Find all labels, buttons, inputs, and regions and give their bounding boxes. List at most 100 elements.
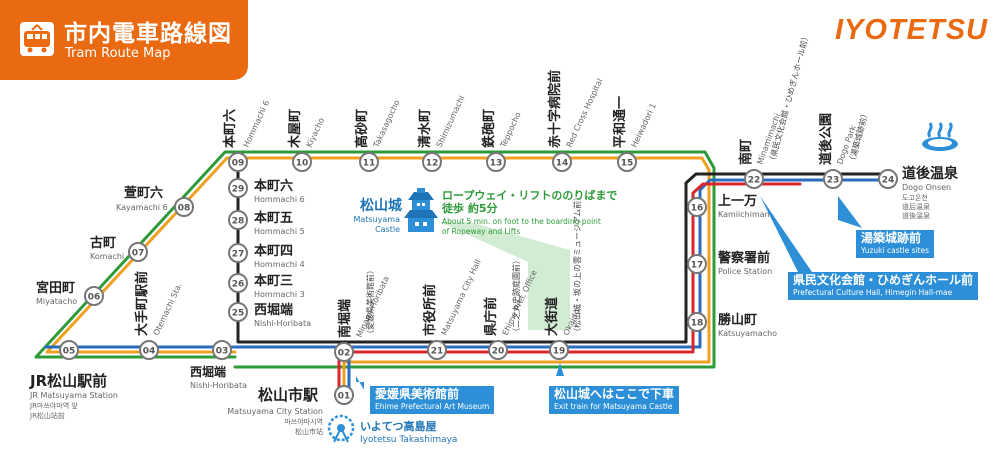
station-label-08-en: Kayamachi 6	[116, 203, 168, 212]
station-number-18: 18	[691, 319, 704, 329]
station-marker-18[interactable]	[687, 312, 707, 332]
takashimaya-name-en: Iyotetsu Takashimaya	[360, 435, 457, 445]
station-label-07-en: Komachi	[90, 252, 124, 261]
station-label-24-en: Dogo Onsen	[902, 183, 951, 192]
castle-note-ja-1: ロープウェイ・リフトののりばまで	[442, 188, 617, 202]
station-label-06-ja: 宮田町	[36, 280, 75, 296]
station-label-07-ja: 古町	[90, 235, 116, 251]
station-label-09-en: Hommachi 6	[242, 99, 272, 149]
callout-castle-exit-en: Exit train for Matsuyama Castle	[554, 402, 673, 411]
station-label-02-sub: （愛媛県美術館前）	[365, 266, 375, 338]
station-number-26: 26	[232, 280, 245, 290]
station-label-28-en: Hommachi 5	[254, 227, 305, 236]
station-marker-24[interactable]	[878, 169, 898, 189]
station-marker-06[interactable]	[84, 286, 104, 306]
tram-icon	[20, 22, 54, 56]
station-number-24: 24	[882, 176, 895, 186]
station-label-16-en: Kamiichiman	[718, 210, 770, 219]
station-marker-09[interactable]	[228, 152, 248, 172]
station-marker-01[interactable]	[334, 385, 354, 405]
station-marker-21[interactable]	[427, 340, 447, 360]
takashimaya-name: いよてつ高島屋	[360, 419, 437, 433]
station-marker-23[interactable]	[823, 169, 843, 189]
station-number-01: 01	[338, 392, 351, 402]
callout-culture-hall-ja: 県民文化会館・ひめぎんホール前	[793, 273, 974, 287]
station-label-20-ja: 県庁前	[483, 297, 499, 336]
station-label-03-en: Nishi-Horibata	[190, 381, 247, 390]
station-label-12-en: Shimizumachi	[435, 94, 467, 149]
station-number-11: 11	[363, 159, 376, 169]
station-marker-10[interactable]	[292, 152, 312, 172]
station-marker-07[interactable]	[128, 242, 148, 262]
station-label-13-en: Teppocho	[498, 111, 523, 150]
station-label-09-ja: 本町六	[222, 109, 238, 148]
station-marker-05[interactable]	[59, 340, 79, 360]
station-label-05-zh: JR松山站前	[29, 411, 65, 420]
station-marker-02[interactable]	[334, 342, 354, 362]
station-number-19: 19	[553, 347, 566, 357]
station-label-19-sub: （松山城・坂の上の雲ミュージアム前）	[572, 193, 582, 336]
station-marker-14[interactable]	[552, 152, 572, 172]
station-label-17-ja: 警察署前	[718, 250, 770, 266]
station-label-26-ja: 本町三	[254, 273, 293, 289]
station-label-06-en: Miyatacho	[36, 297, 77, 306]
station-label-15-ja: 平和通一	[612, 96, 628, 148]
station-marker-11[interactable]	[359, 152, 379, 172]
station-label-20-sub: （二之丸史跡庭園前）	[511, 256, 521, 336]
station-number-28: 28	[232, 217, 245, 227]
station-number-20: 20	[492, 347, 505, 357]
station-label-22-sub: （県民文化会館・ひめぎんホール前）	[766, 32, 811, 166]
castle-note-en-1: About 5 min. on foot to the boarding poi…	[442, 217, 601, 226]
pointer-culture-hall	[760, 196, 812, 272]
station-marker-17[interactable]	[687, 254, 707, 274]
station-label-11-ja: 高砂町	[354, 109, 370, 148]
station-marker-19[interactable]	[549, 340, 569, 360]
station-label-14-ja: 赤十字病院前	[547, 70, 563, 148]
station-label-01-zh: 松山市站	[295, 427, 323, 436]
station-marker-20[interactable]	[488, 340, 508, 360]
station-marker-25[interactable]	[228, 302, 248, 322]
station-marker-04[interactable]	[139, 340, 159, 360]
station-marker-22[interactable]	[744, 169, 764, 189]
station-label-05-en: JR Matsuyama Station	[29, 391, 118, 400]
station-marker-03[interactable]	[212, 340, 232, 360]
station-marker-12[interactable]	[422, 152, 442, 172]
station-label-11-en: Takasagocho	[371, 98, 401, 149]
walking-route-shade	[440, 222, 570, 330]
station-marker-29[interactable]	[228, 178, 248, 198]
station-label-21-en: Matsuyama City Hall	[440, 258, 483, 337]
station-number-12: 12	[426, 159, 439, 169]
station-label-14-en: Red Cross Hospital	[565, 77, 605, 149]
station-marker-08[interactable]	[174, 197, 194, 217]
station-number-09: 09	[232, 159, 245, 169]
station-marker-26[interactable]	[228, 273, 248, 293]
station-label-10-ja: 木屋町	[287, 109, 303, 149]
castle-name-en-2: Castle	[375, 225, 400, 234]
station-number-15: 15	[621, 159, 634, 169]
callout-castle-exit-ja: 松山城へはここで下車	[554, 387, 675, 401]
station-label-01-en: Matsuyama City Station	[227, 407, 323, 416]
station-marker-16[interactable]	[687, 197, 707, 217]
callout-yuzuki-ja: 湯築城跡前	[861, 231, 922, 245]
station-label-29-en: Hommachi 6	[254, 195, 305, 204]
station-number-17: 17	[691, 261, 704, 271]
station-number-13: 13	[490, 159, 503, 169]
callout-pointers	[356, 196, 862, 390]
station-label-24-zh2: 道後溫泉	[902, 211, 930, 220]
callout-culture-hall-en: Prefectural Culture Hall, Himegin Hall-m…	[793, 288, 953, 297]
station-number-29: 29	[232, 185, 245, 195]
station-number-21: 21	[431, 347, 444, 357]
station-label-25-en: Nishi-Horibata	[254, 319, 311, 328]
callout-art-museum: 愛媛県美術館前 Ehime Prefectural Art Museum	[370, 386, 495, 414]
station-marker-27[interactable]	[228, 243, 248, 263]
pointer-yuzuki	[838, 196, 862, 228]
station-label-24-zh1: 道后温泉	[902, 202, 930, 211]
station-marker-13[interactable]	[486, 152, 506, 172]
station-label-29-ja: 本町六	[254, 178, 293, 194]
ferris-wheel-icon	[327, 414, 355, 443]
station-label-23-ja: 道後公園	[818, 113, 834, 165]
station-label-27-en: Hommachi 4	[254, 260, 305, 269]
station-marker-28[interactable]	[228, 210, 248, 230]
station-marker-15[interactable]	[617, 152, 637, 172]
